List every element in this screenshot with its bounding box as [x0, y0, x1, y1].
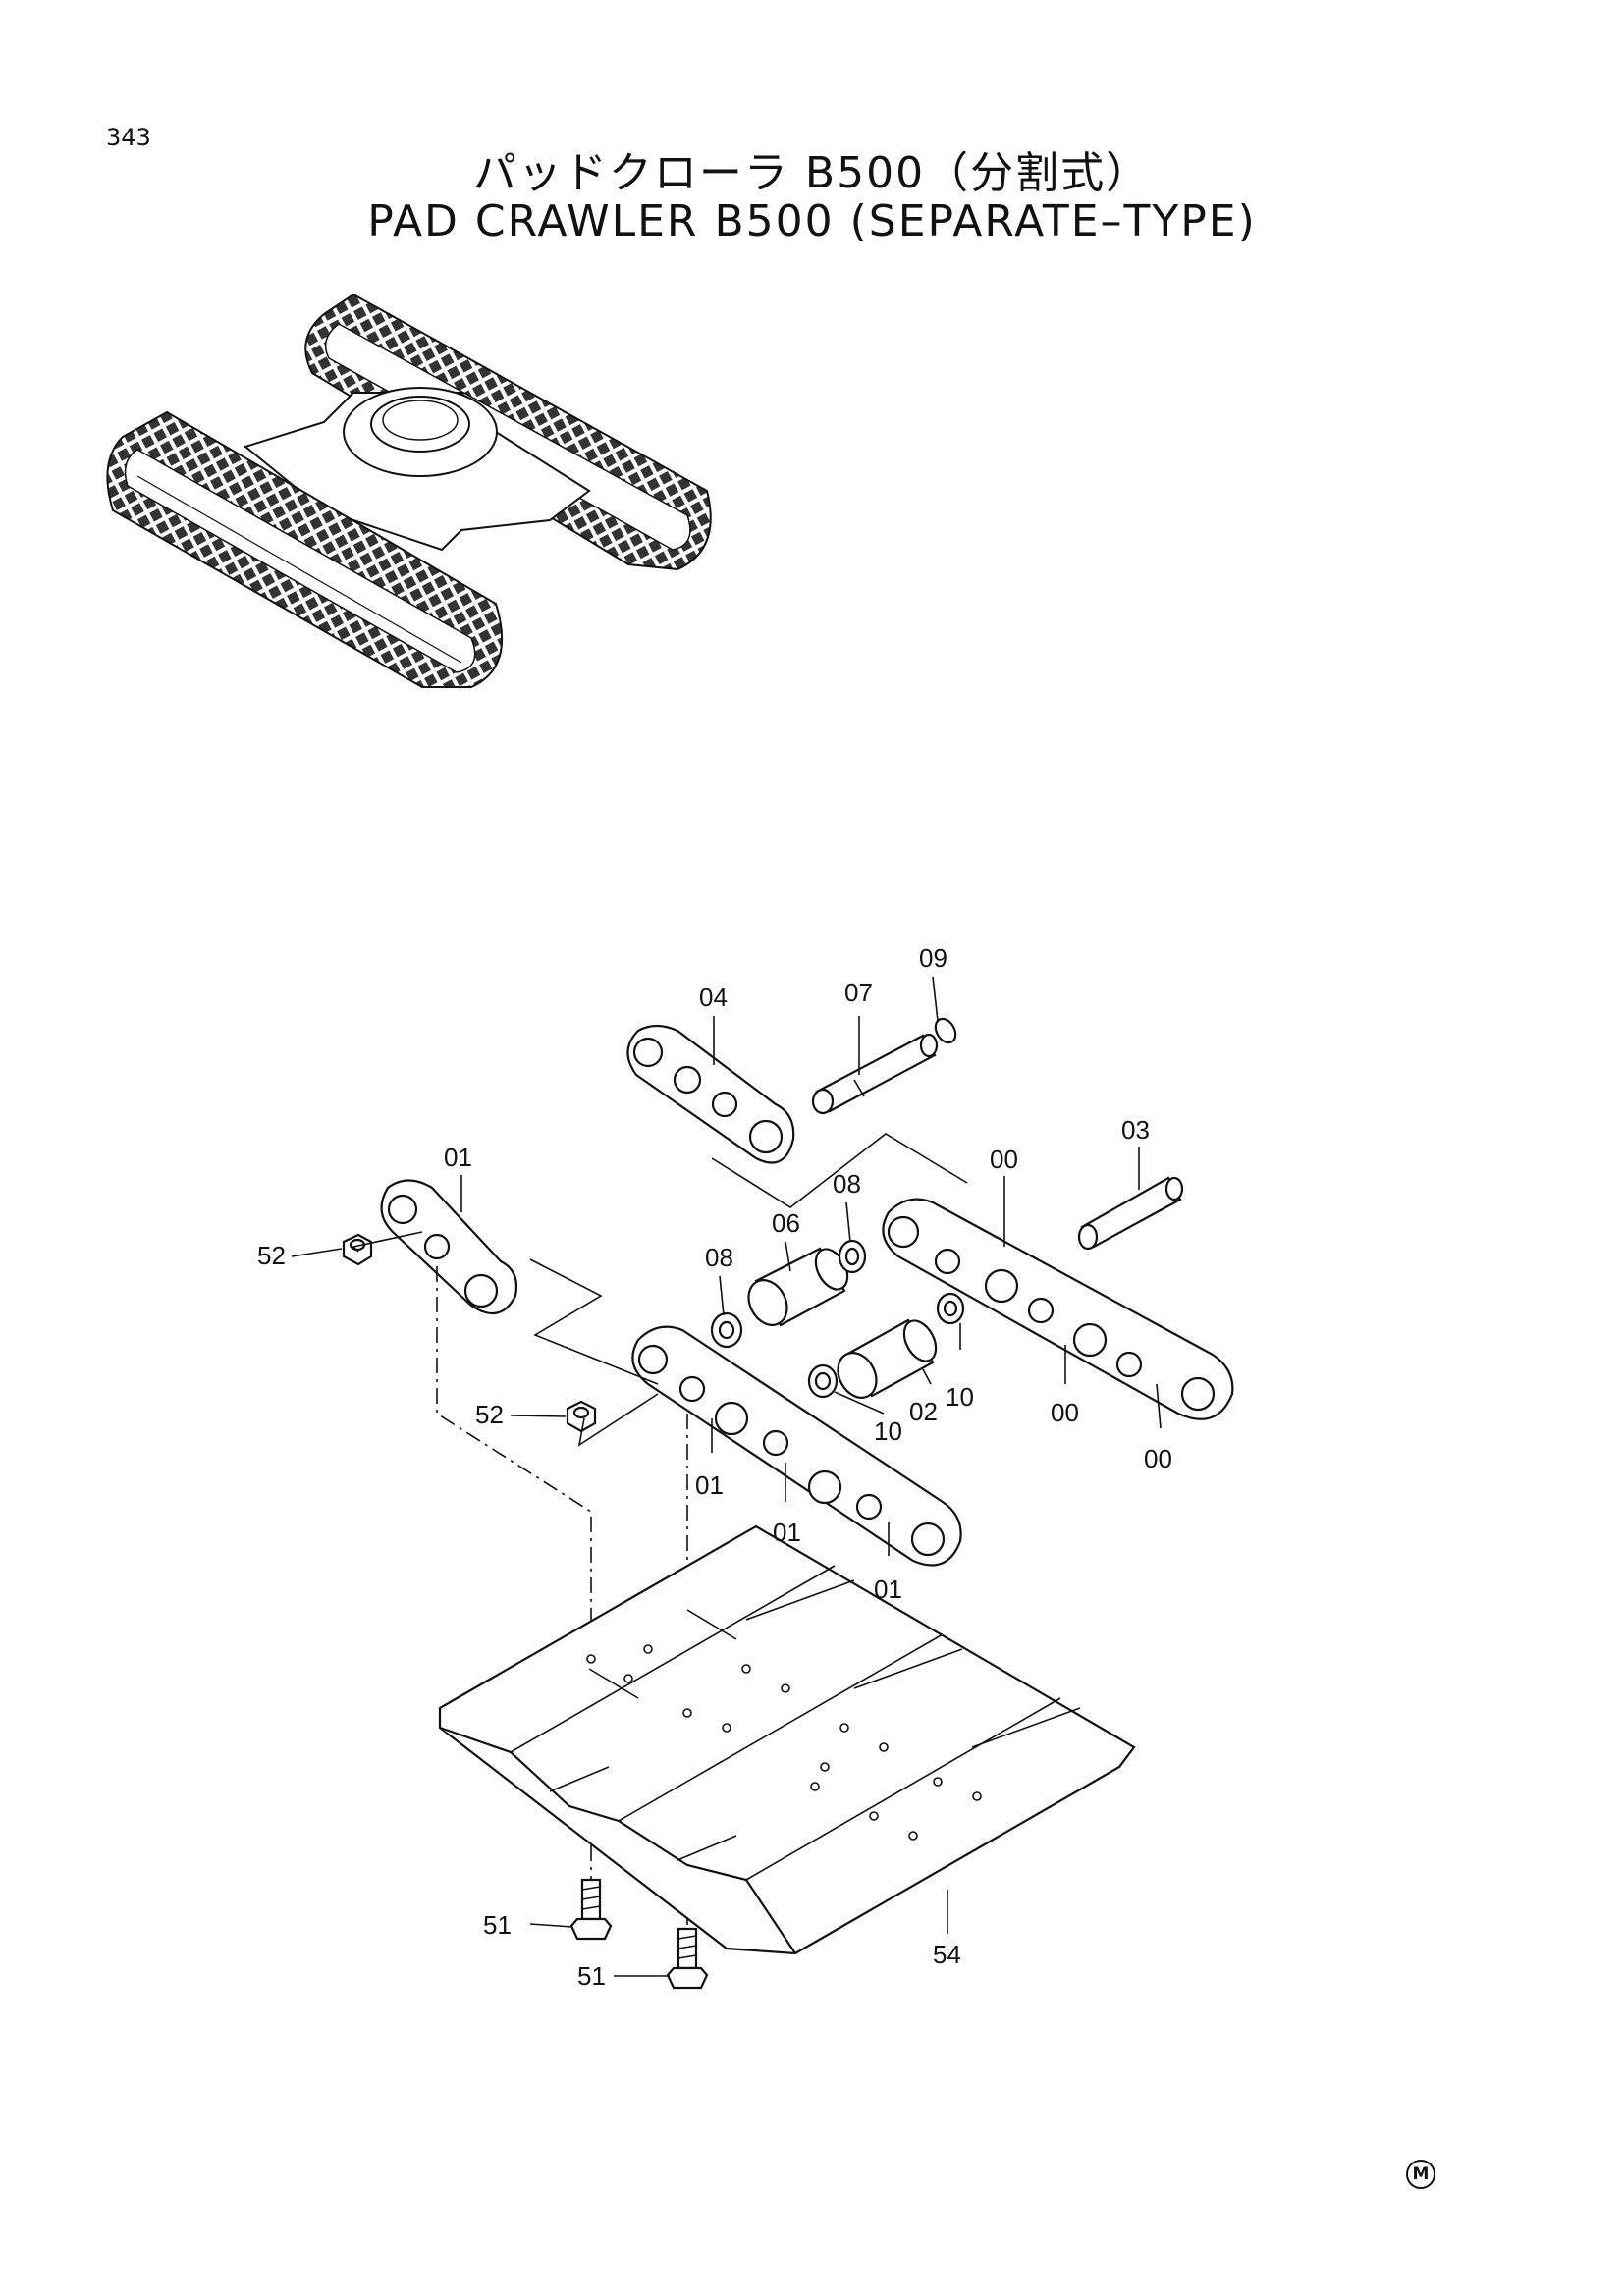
page-title-english: PAD CRAWLER B500 (SEPARATE–TYPE) [367, 196, 1257, 246]
callout-03: 03 [1121, 1115, 1150, 1145]
pin-03 [1077, 1176, 1184, 1251]
bolt-51-left [569, 1878, 613, 1941]
callout-06: 06 [772, 1208, 800, 1238]
callout-00-upper: 00 [990, 1145, 1018, 1174]
seal-08-upper [838, 1239, 867, 1274]
seal-10-upper [936, 1292, 965, 1325]
undercarriage-overview-illustration [106, 293, 712, 688]
callout-01-c: 01 [874, 1575, 902, 1604]
seal-10-lower [807, 1363, 839, 1399]
link-01-left [380, 1179, 518, 1315]
callout-07: 07 [844, 978, 873, 1007]
link-02 [626, 1024, 795, 1164]
link-00-chain [882, 1198, 1234, 1420]
seal-08-lower [710, 1311, 743, 1349]
callout-51-left: 51 [483, 1910, 512, 1940]
callout-10-left: 10 [874, 1416, 902, 1446]
callout-01-upper: 01 [444, 1143, 472, 1172]
callout-08-lower: 08 [705, 1243, 733, 1272]
bushing-06 [747, 1247, 849, 1327]
callout-09: 09 [919, 943, 947, 973]
pin-07 [811, 1033, 939, 1115]
callout-52-upper: 52 [257, 1241, 286, 1270]
nut-52-middle [566, 1400, 597, 1433]
callout-01-a: 01 [695, 1470, 724, 1500]
page-title-japanese: パッドクローラ B500（分割式） [472, 148, 1152, 198]
callout-54: 54 [933, 1940, 961, 1969]
bolt-51-right [666, 1927, 709, 1990]
link-01-chain [631, 1325, 962, 1567]
snap-ring-09 [934, 1017, 957, 1044]
callout-01-b: 01 [773, 1518, 801, 1547]
page-number: 343 [106, 124, 151, 151]
shoe-plate-54 [438, 1524, 1136, 1955]
callout-52-lower: 52 [475, 1400, 504, 1429]
callout-02: 04 [699, 983, 728, 1012]
callout-00-lower: 00 [1144, 1444, 1172, 1473]
callout-51-right: 51 [577, 1961, 606, 1991]
exploded-view: 04 07 09 01 03 00 08 06 08 52 52 10 02 1… [257, 943, 1234, 1991]
manufacturer-mark-icon: M [1406, 2160, 1435, 2189]
callout-04: 02 [909, 1397, 938, 1426]
callout-08-upper: 08 [833, 1169, 861, 1199]
bushing-04 [837, 1318, 938, 1399]
callout-00-middle: 00 [1051, 1398, 1079, 1427]
callout-10-right: 10 [946, 1382, 974, 1412]
